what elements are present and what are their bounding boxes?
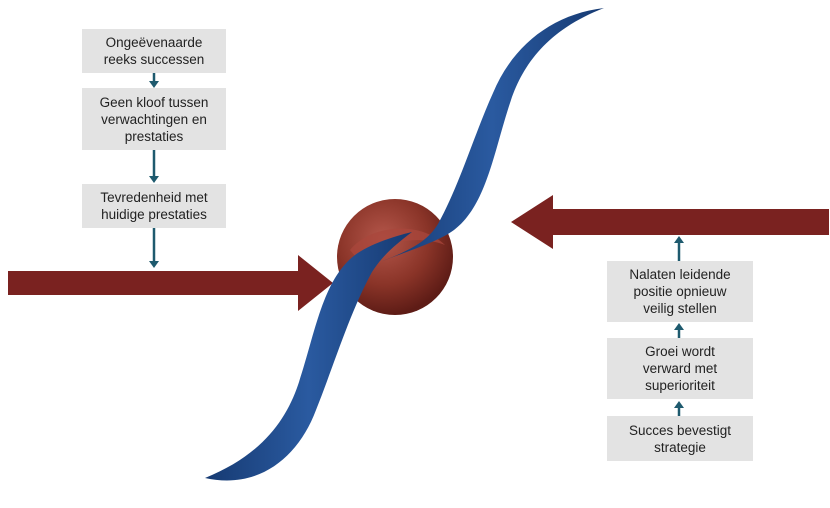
right-step-box: Nalaten leidende positie opnieuw veilig … bbox=[607, 261, 753, 322]
lower-curve bbox=[205, 232, 412, 481]
left-step-box: Ongeëvenaarde reeks successen bbox=[82, 29, 226, 73]
right-step-box: Succes bevestigt strategie bbox=[607, 416, 753, 461]
left-connector-3 bbox=[149, 228, 159, 268]
center-sphere bbox=[337, 199, 453, 315]
right-connector-3 bbox=[674, 401, 684, 416]
right-connector-1 bbox=[674, 236, 684, 261]
right-step-text: Nalaten leidende positie opnieuw veilig … bbox=[629, 267, 731, 316]
left-connector-2 bbox=[149, 150, 159, 183]
upper-curve bbox=[380, 8, 604, 262]
left-step-text: Geen kloof tussen verwachtingen en prest… bbox=[99, 94, 209, 144]
left-step-text: Ongeëvenaarde reeks successen bbox=[103, 35, 205, 67]
right-step-box: Groei wordt verward met superioriteit bbox=[607, 338, 753, 399]
right-step-text: Succes bevestigt strategie bbox=[628, 422, 732, 455]
sphere-inner-swirl bbox=[350, 228, 445, 262]
left-step-box: Tevredenheid met huidige prestaties bbox=[82, 184, 226, 228]
left-big-arrow bbox=[8, 255, 333, 311]
right-big-arrow bbox=[511, 195, 829, 249]
right-step-text: Groei wordt verward met superioriteit bbox=[642, 344, 718, 393]
left-step-box: Geen kloof tussen verwachtingen en prest… bbox=[82, 88, 226, 150]
right-connector-2 bbox=[674, 323, 684, 338]
left-step-text: Tevredenheid met huidige prestaties bbox=[100, 190, 208, 222]
left-connector-1 bbox=[149, 73, 159, 88]
